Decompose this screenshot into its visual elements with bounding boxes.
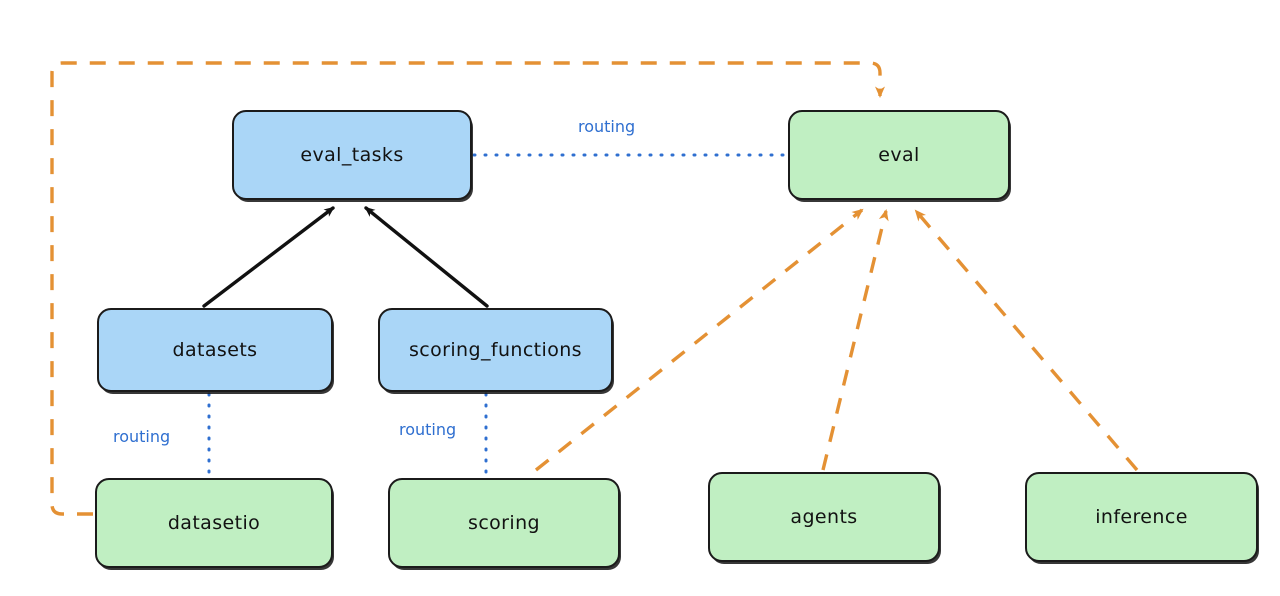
node-label-eval-tasks: eval_tasks (300, 144, 404, 166)
node-inference[interactable]: inference (1025, 472, 1258, 562)
edge-label-routing-eval-tasks-eval: routing (578, 117, 636, 136)
node-label-datasets: datasets (172, 339, 258, 361)
node-label-agents: agents (790, 506, 858, 528)
edge-scoring-functions-to-eval-tasks (364, 206, 489, 308)
edge-datasets-to-eval-tasks (202, 206, 335, 308)
edge-scoring-to-eval (534, 208, 864, 472)
edge-label-routing-datasets-datasetio: routing (113, 427, 171, 446)
node-eval-tasks[interactable]: eval_tasks (232, 110, 472, 200)
edge-agents-to-eval (821, 209, 889, 471)
node-label-datasetio: datasetio (167, 512, 261, 534)
node-datasets[interactable]: datasets (97, 308, 333, 392)
edge-datasetio-to-eval (50, 61, 885, 516)
edge-inference-to-eval (914, 209, 1139, 472)
node-scoring[interactable]: scoring (388, 478, 620, 568)
node-scoring-functions[interactable]: scoring_functions (378, 308, 613, 392)
node-eval[interactable]: eval (788, 110, 1010, 200)
node-label-inference: inference (1095, 506, 1188, 528)
node-label-eval: eval (878, 144, 920, 166)
node-agents[interactable]: agents (708, 472, 940, 562)
edge-label-routing-scoring-functions-scoring: routing (399, 420, 457, 439)
node-label-scoring-functions: scoring_functions (409, 339, 582, 361)
node-label-scoring: scoring (468, 512, 540, 534)
node-datasetio[interactable]: datasetio (95, 478, 333, 568)
